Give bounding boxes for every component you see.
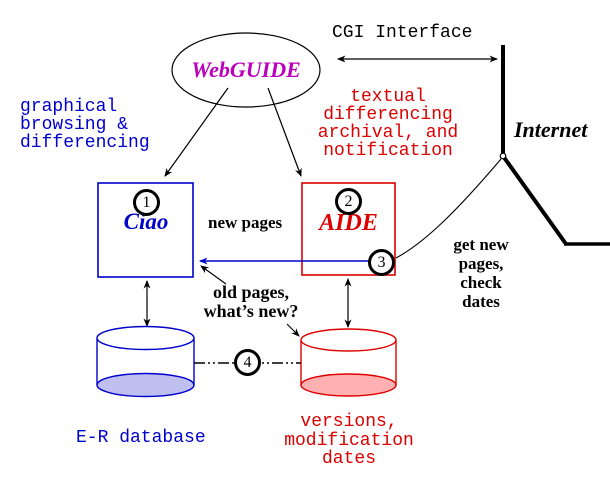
new-pages-label: new pages (208, 213, 283, 232)
step-circle-4: 4 (234, 349, 261, 376)
aide-box (301, 182, 396, 276)
step-circle-2: 2 (335, 188, 362, 215)
textual-note: textual differencing archival, and notif… (317, 87, 459, 161)
internet-junction-dot (499, 152, 507, 160)
ciao-box (97, 182, 194, 278)
old-pages-note: old pages, what’s new? (203, 282, 299, 321)
webguide-ciao-arrow (164, 87, 229, 177)
webguide-label: WebGUIDE (191, 57, 301, 82)
get-new-note: get new pages, check dates (453, 235, 509, 311)
er-database-cylinder (96, 325, 195, 398)
webguide-aide-arrow (267, 87, 302, 177)
internet-backbone-diagonal (501, 154, 568, 246)
old-pages-pointer-line (200, 265, 227, 285)
step-circle-3: 3 (368, 249, 395, 276)
step-circle-1: 1 (133, 189, 160, 216)
versions-pointer-line (286, 323, 300, 337)
aide-internet-curve (395, 158, 502, 259)
er-database-label: E-R database (76, 428, 206, 448)
webguide-ellipse (171, 32, 321, 108)
versions-cylinder (300, 328, 397, 397)
versions-note: versions, modification dates (284, 412, 414, 469)
cgi-interface-label: CGI Interface (332, 23, 473, 43)
internet-label: Internet (514, 117, 588, 142)
graphical-note: graphical browsing & differencing (20, 97, 150, 153)
